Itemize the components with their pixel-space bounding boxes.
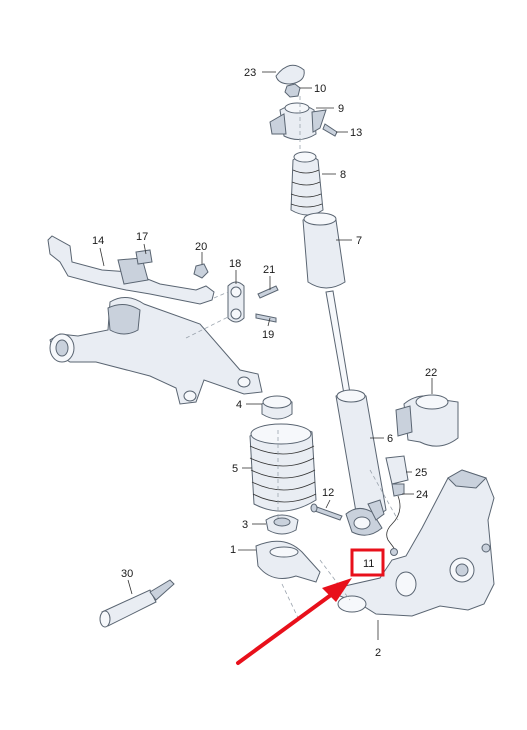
bump-stop: [290, 151, 324, 216]
top-mount-stack: [269, 64, 346, 289]
callout-30: 30: [121, 568, 133, 580]
callout-4: 4: [236, 399, 242, 411]
alignment-lines: [185, 96, 399, 623]
callout-23: 23: [244, 67, 256, 79]
subframe: [49, 297, 263, 405]
link-bolt-upper: [257, 285, 279, 299]
highlight-arrow-shaft: [236, 590, 337, 665]
callout-3: 3: [242, 519, 248, 531]
highlight-annotation: [236, 548, 385, 665]
coupling-rod: [227, 281, 279, 323]
protective-sleeve: [302, 212, 346, 289]
callout-21: 21: [263, 264, 275, 276]
special-tool: [99, 579, 175, 628]
callout-1: 1: [230, 544, 236, 556]
washer: [390, 548, 398, 556]
strut-mount-flange: [269, 113, 287, 135]
shock-absorber: [325, 290, 387, 536]
callout-9: 9: [338, 103, 344, 115]
link-bolt-lower: [255, 313, 277, 323]
top-nut: [284, 83, 301, 98]
stabilizer-nut: [193, 263, 209, 279]
callout-14: 14: [92, 235, 104, 247]
upper-spring-seat: [261, 395, 293, 420]
callout-24: 24: [416, 489, 428, 501]
callout-10: 10: [314, 83, 326, 95]
callout-17: 17: [136, 231, 148, 243]
callout-labels: 23 10 9 13 8 7 14 17 20 18 21 19 22 4 6 …: [92, 67, 437, 659]
spring-pad: [255, 540, 321, 583]
highlight-arrow-head: [322, 578, 352, 602]
callout-12: 12: [322, 487, 334, 499]
mount-bolt: [322, 123, 338, 137]
leader-lines: [99, 71, 433, 640]
callout-20: 20: [195, 241, 207, 253]
callout-18: 18: [229, 258, 241, 270]
callout-22: 22: [425, 367, 437, 379]
callout-19: 19: [262, 329, 274, 341]
highlight-box: [350, 548, 385, 577]
dust-cap: [275, 64, 305, 85]
callout-25: 25: [415, 467, 427, 479]
wheel-bearing-housing: [335, 469, 495, 617]
lower-spring-seat: [265, 514, 299, 535]
callout-13: 13: [350, 127, 362, 139]
callout-11: 11: [363, 558, 374, 570]
callout-8: 8: [340, 169, 346, 181]
level-sensor: [385, 455, 409, 549]
callout-6: 6: [387, 433, 393, 445]
callout-2: 2: [375, 647, 381, 659]
coil-spring: [249, 423, 317, 512]
axle-bushing: [395, 394, 459, 447]
callout-5: 5: [232, 463, 238, 475]
callout-7: 7: [356, 235, 362, 247]
stabilizer-bar: [47, 235, 215, 305]
